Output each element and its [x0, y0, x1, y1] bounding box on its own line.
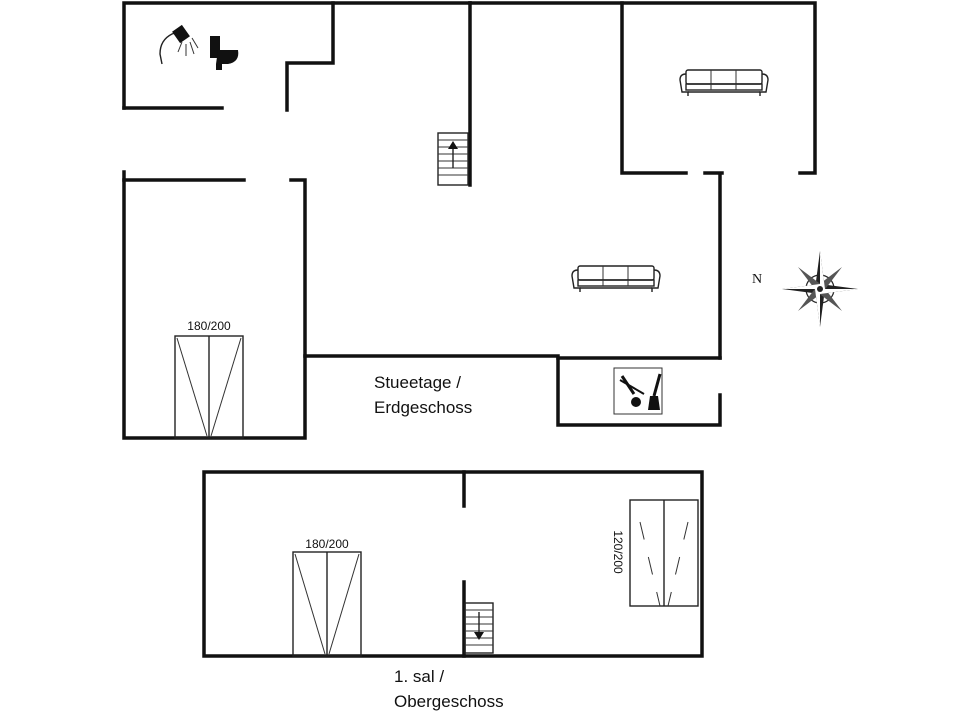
bed-size-label: 180/200: [187, 319, 231, 333]
vacuum-icon: [613, 367, 663, 415]
compass-rose-icon: [782, 251, 858, 327]
upper-floor: 180/200 120/200 1. sal / Obergeschoss: [202, 470, 704, 711]
utility-walls: [303, 354, 722, 427]
ground-floor: 180/200 Stueetage / Erdgeschoss: [122, 1, 817, 440]
upper-floor-walls: [202, 470, 704, 658]
upper-floor-label-line2: Obergeschoss: [394, 692, 504, 711]
living-room-walls: [468, 1, 817, 175]
bed-size-label-vertical: 120/200: [611, 530, 625, 574]
ground-floor-label-line2: Erdgeschoss: [374, 398, 472, 417]
north-label: N: [752, 272, 762, 287]
stairs-up-icon: [437, 132, 469, 186]
bathroom-walls: [122, 1, 472, 112]
sofa-icon: [679, 69, 769, 96]
toilet-icon: [210, 36, 239, 70]
stairs-down-icon: [464, 602, 494, 654]
double-bed-upper: 180/200: [292, 537, 362, 657]
sofa-icon: [571, 265, 661, 292]
single-bed-upper: 120/200: [611, 499, 699, 607]
shower-icon: [159, 24, 199, 65]
compass: N: [752, 251, 858, 327]
bedroom-walls: [122, 170, 307, 440]
bed-size-label: 180/200: [305, 537, 349, 551]
upper-floor-label-line1: 1. sal /: [394, 667, 444, 686]
double-bed: 180/200: [174, 319, 244, 439]
ground-floor-label-line1: Stueetage /: [374, 373, 461, 392]
